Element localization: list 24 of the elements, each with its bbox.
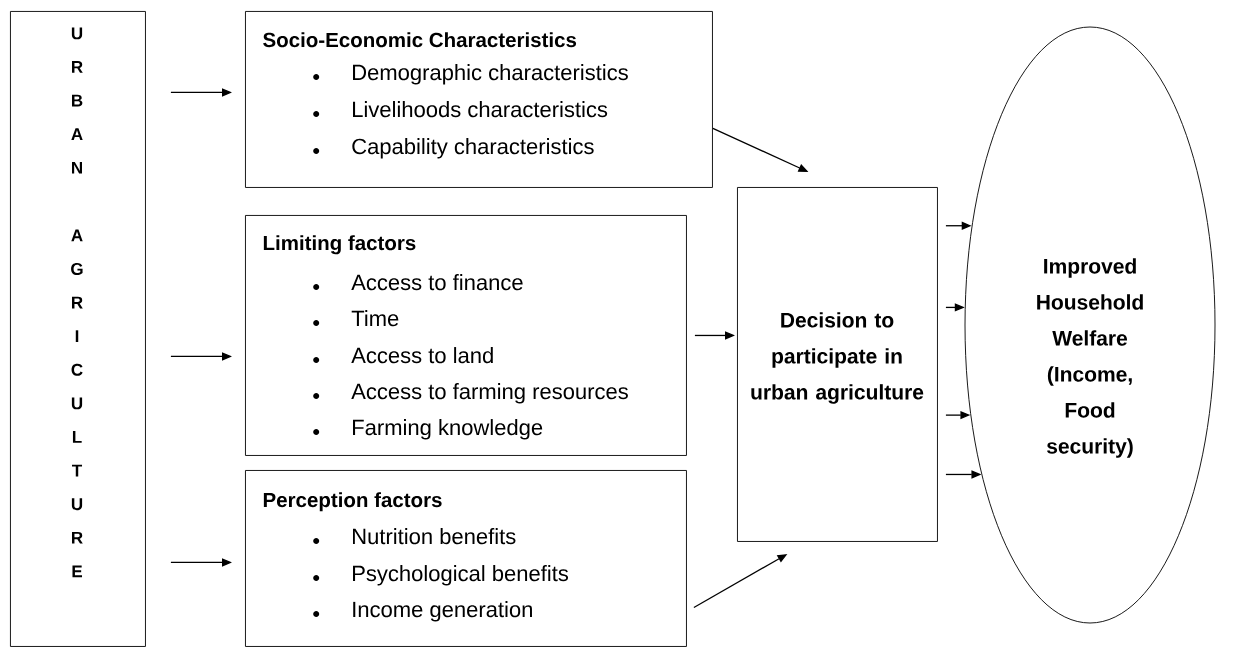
bullet-item: Access to finance — [313, 274, 523, 291]
bullet-item: Psychological benefits — [313, 565, 569, 586]
bullet-item: Nutrition benefits — [313, 528, 516, 545]
bullet-item: Access to farming resources — [313, 383, 628, 404]
factor-box — [245, 215, 687, 456]
factor-box — [245, 11, 713, 188]
bullet-item: Income generation — [313, 601, 532, 622]
vertical-label: U R B A N — [71, 27, 83, 174]
vertical-label: A G R I C U L T U R E — [71, 229, 83, 578]
outcome-ellipse — [964, 26, 1216, 624]
bullet-item: Time — [313, 310, 399, 327]
bullet-item: Access to land — [313, 347, 493, 364]
factor-box — [245, 470, 687, 647]
bullet-item: Capability characteristics — [313, 138, 594, 159]
heading: Socio-Economic Characteristics — [263, 32, 577, 48]
bullet-item: Demographic characteristics — [313, 64, 628, 85]
title-column-box — [10, 11, 146, 647]
decision-box — [737, 187, 938, 542]
heading: Perception factors — [263, 492, 442, 512]
heading: Limiting factors — [263, 235, 416, 255]
bullet-item: Farming knowledge — [313, 419, 543, 440]
bullet-item: Livelihoods characteristics — [313, 101, 608, 118]
box-label: Improved Household Welfare (Income, Food security) — [1037, 258, 1143, 458]
box-label: Decision to participate in urban agriculture — [751, 312, 924, 404]
